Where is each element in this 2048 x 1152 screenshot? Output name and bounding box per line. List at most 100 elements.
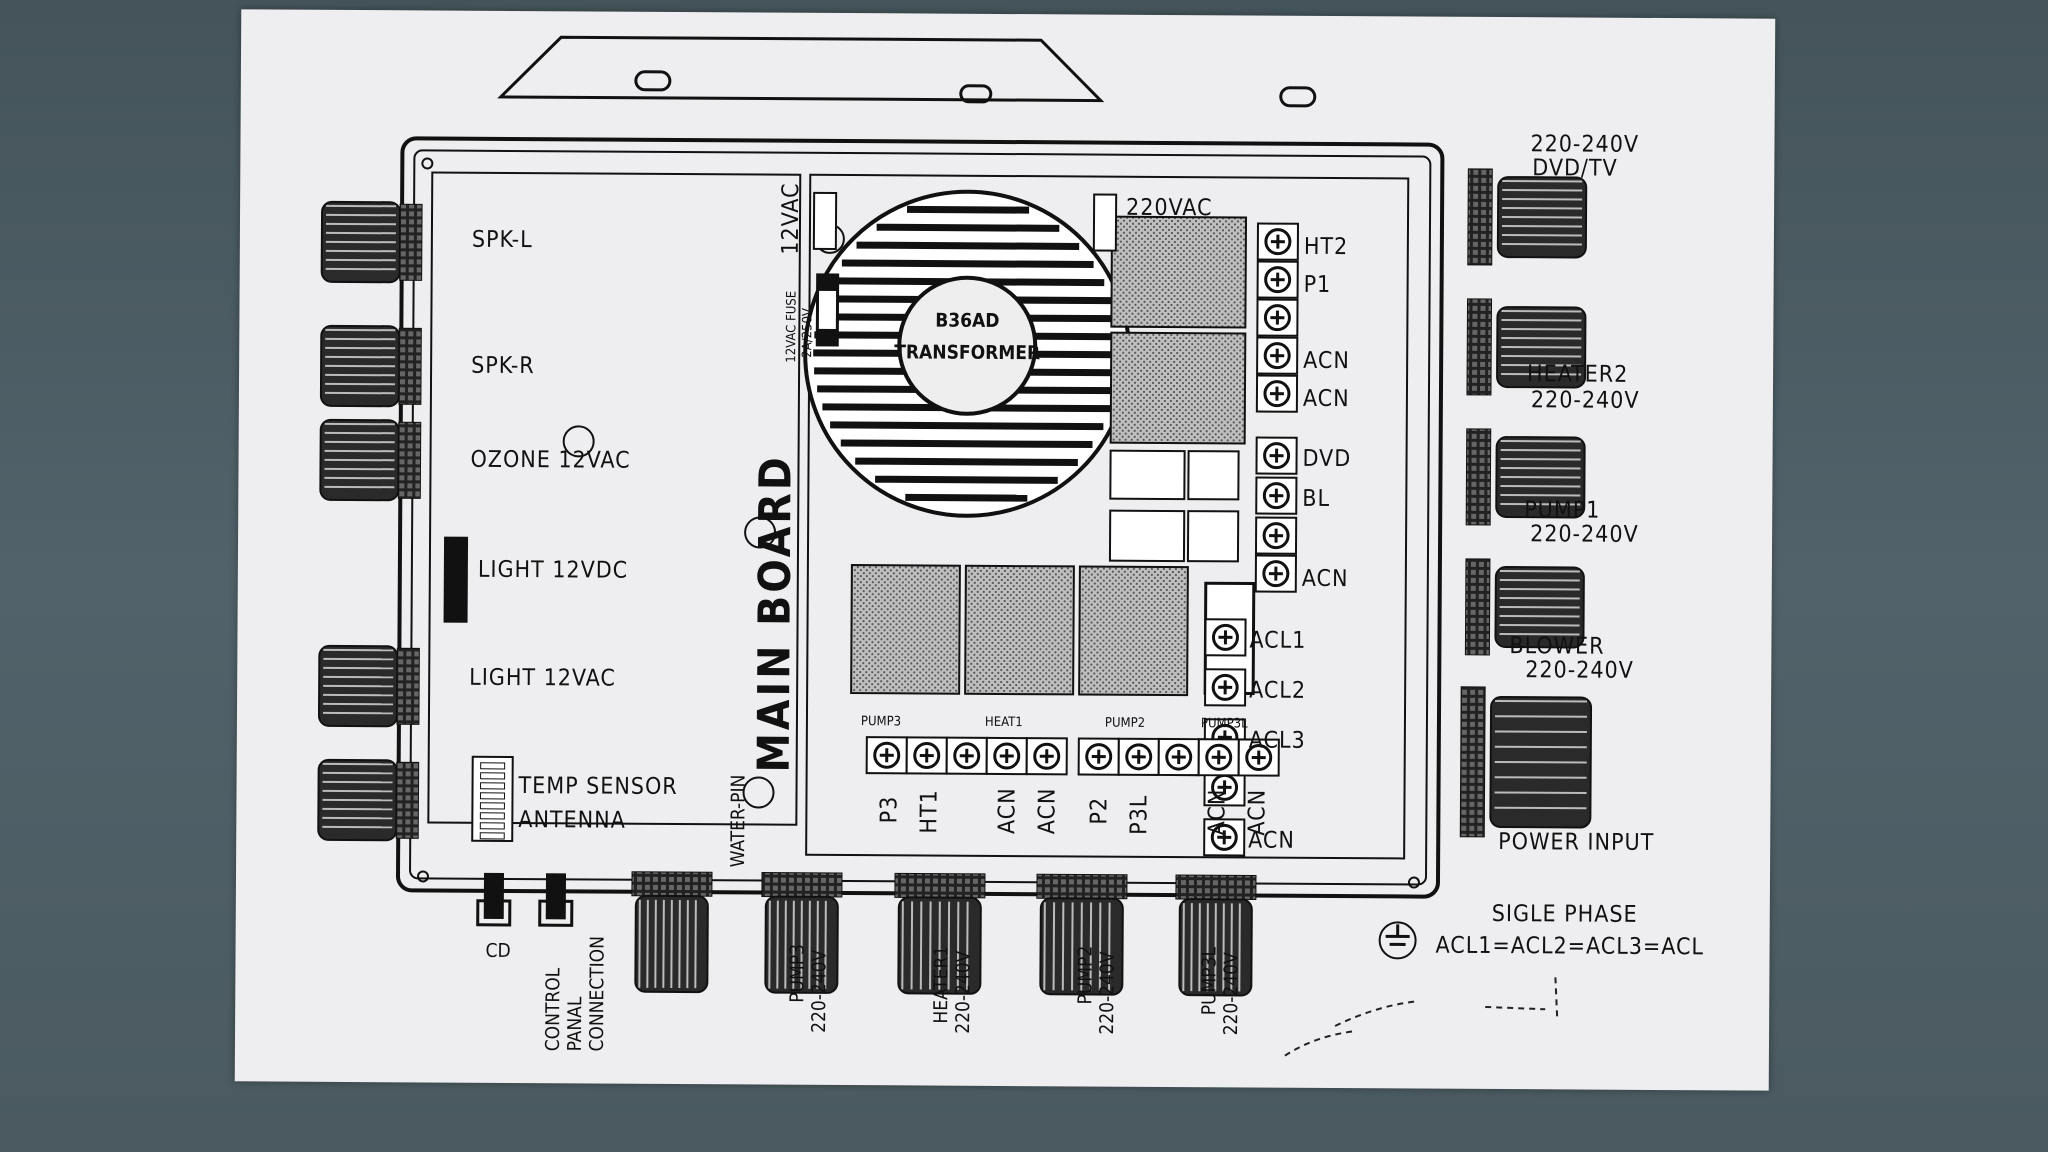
cable-gland (1178, 898, 1253, 997)
cable-gland (1496, 306, 1587, 389)
handwritten-mark (1284, 977, 1559, 1057)
terminal-screw (865, 736, 908, 775)
connector-12vac (812, 191, 838, 250)
term-acn-4: ACN (1248, 827, 1295, 853)
bterm-p3: P3 (876, 796, 902, 824)
bterm-acn-a: ACN (994, 787, 1020, 834)
out-pump3l: PUMP3L (1198, 946, 1220, 1015)
relay-block (1110, 215, 1248, 329)
main-board-title: MAIN BOARD (749, 454, 802, 773)
out-connection: CONNECTION (586, 936, 609, 1052)
connector-220vac (1092, 193, 1118, 252)
transformer: B36AD TRANSFORMER (803, 189, 1132, 518)
fuse-rating: 2A/250V (800, 308, 815, 358)
label-12vac: 12VAC (778, 182, 804, 254)
wiring-diagram: B36AD TRANSFORMER SPK-L SPK-R OZONE 12VA… (317, 35, 1705, 1057)
terminal-screw (905, 736, 948, 775)
term-acn-1: ACN (1303, 348, 1350, 374)
terminal-screw (1203, 818, 1246, 857)
term-acn-3: ACN (1302, 566, 1349, 592)
terminal-screw (1117, 737, 1160, 776)
cable-gland (317, 758, 398, 842)
cable-gland (320, 200, 402, 284)
out-power-input: POWER INPUT (1498, 829, 1654, 856)
terminal-screw (1255, 374, 1299, 413)
port-spk-l: SPK-L (472, 227, 533, 253)
relay-row (850, 564, 1256, 697)
bterm-p3l: P3L (1126, 795, 1152, 835)
term-bl: BL (1302, 486, 1330, 512)
bterm-p2: P2 (1086, 797, 1112, 825)
port-antenna: ANTENNA (518, 807, 626, 834)
mounting-flange (497, 35, 1105, 103)
relay-heat1: HEAT1 (985, 715, 1023, 730)
out-control: CONTROL (542, 967, 565, 1051)
port-light-12vac: LIGHT 12VAC (469, 665, 616, 692)
out-heater2: HEATER2 (1527, 361, 1628, 388)
terminal-screw (1255, 436, 1298, 475)
term-acn-2: ACN (1303, 386, 1350, 412)
transformer-label: TRANSFORMER (894, 341, 1040, 364)
out-dvd-tv: DVD/TV (1532, 155, 1618, 182)
terminal-screw (1237, 738, 1280, 777)
out-cd: CD (485, 940, 510, 962)
terminal-screw (1204, 668, 1247, 707)
power-input-gland (1489, 696, 1593, 829)
mount-hole (634, 70, 672, 92)
term-p1: P1 (1304, 272, 1332, 298)
out-phase: SIGLE PHASE (1492, 901, 1638, 928)
terminal-screw (1203, 768, 1246, 807)
terminal-screw (1157, 737, 1200, 777)
out-pump1: PUMP1 (1524, 497, 1600, 523)
port-temp-sensor: TEMP SENSOR (517, 773, 677, 800)
light-connector (443, 536, 469, 623)
out-pump1-voltage: 220-240V (1530, 521, 1639, 548)
terminal-screw (1256, 222, 1300, 261)
mount-hole (959, 84, 993, 104)
out-pump2-voltage: 220-240V (1096, 951, 1119, 1035)
cable-gland (1494, 566, 1585, 649)
relay-pump3l: PUMP3L (1201, 716, 1248, 731)
cable-gland (319, 418, 400, 502)
term-ht2: HT2 (1304, 234, 1349, 260)
out-pump3l-voltage: 220-240V (1220, 952, 1243, 1036)
out-dvd-voltage: 220-240V (1530, 131, 1639, 158)
out-heater1: HEATER1 (930, 946, 952, 1024)
terminal-screw (1256, 298, 1299, 337)
terminal-screw (1077, 737, 1120, 776)
terminal-screw (945, 736, 988, 775)
cable-gland (897, 896, 982, 995)
cable-gland (1039, 897, 1124, 996)
out-heater1-voltage: 220-240V (952, 950, 975, 1034)
bterm-acn-b: ACN (1034, 787, 1060, 834)
cable-gland (634, 894, 709, 994)
terminal-screw (1255, 476, 1298, 515)
relay-block (1109, 331, 1247, 445)
port-ozone: OZONE 12VAC (470, 447, 630, 474)
terminal-screw (1256, 260, 1299, 299)
cable-gland (1495, 436, 1586, 519)
out-panal: PANAL (564, 996, 586, 1051)
terminal-screw (1025, 737, 1068, 776)
relay-pump3: PUMP3 (861, 714, 901, 729)
out-phase-equation: ACL1=ACL2=ACL3=ACL (1436, 933, 1705, 961)
out-pump2: PUMP2 (1074, 946, 1096, 1005)
water-pin-label: WATER-PIN (727, 775, 750, 868)
control-panel-connector (538, 873, 574, 927)
term-acl3: ACL3 (1249, 727, 1306, 753)
relay-pump2: PUMP2 (1105, 716, 1145, 731)
bterm-acn-d: ACN (1244, 789, 1270, 836)
term-acl1: ACL1 (1249, 627, 1306, 653)
cable-gland (764, 895, 839, 994)
bterm-acn-c: ACN (1204, 789, 1230, 836)
wiring-diagram-sheet: B36AD TRANSFORMER SPK-L SPK-R OZONE 12VA… (234, 9, 1776, 1091)
term-acl2: ACL2 (1249, 677, 1306, 703)
power-board (805, 173, 1410, 860)
cable-gland (319, 324, 401, 408)
out-pump3-voltage: 220-240V (808, 949, 831, 1033)
terminal-screw (985, 736, 1028, 776)
port-light-12vdc: LIGHT 12VDC (478, 557, 628, 584)
out-pump3: PUMP3 (786, 944, 808, 1003)
terminal-screw (1256, 336, 1299, 375)
out-heater2-voltage: 220-240V (1531, 387, 1640, 414)
